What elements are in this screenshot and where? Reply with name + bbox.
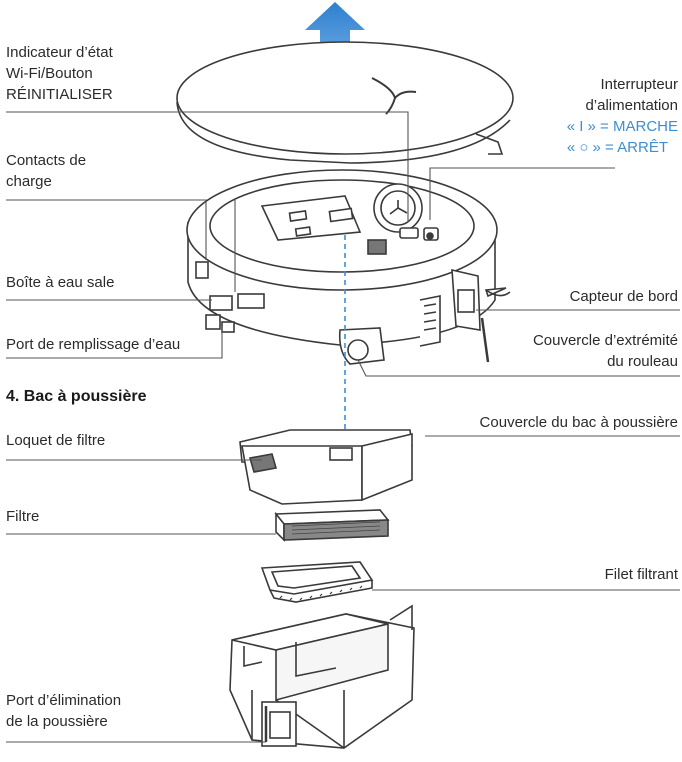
leader-lines (6, 111, 680, 743)
power-label-line1: Interrupteur (600, 76, 678, 93)
filter-label: Filtre (6, 508, 40, 525)
charge-label-line2: charge (6, 173, 52, 190)
dust-disposal-port-label: Port d’élimination de la poussière (6, 690, 121, 732)
power-off-label: « ○ » = ARRÊT (566, 139, 668, 156)
dirty-water-tank-label: Boîte à eau sale (6, 274, 115, 291)
water-fill-port-label: Port de remplissage d’eau (6, 336, 181, 353)
charge-contacts-label: Contacts de charge (6, 150, 86, 192)
filter-latch-label: Loquet de filtre (6, 432, 106, 449)
roller-label-line1: Couvercle d’extrémité (532, 332, 678, 349)
power-label-line2: d’alimentation (585, 97, 678, 114)
bin-cover-label: Couvercle du bac à poussière (479, 414, 678, 431)
wifi-label-line2: Wi-Fi/Bouton (6, 65, 93, 82)
edge-sensor-label: Capteur de bord (569, 288, 678, 305)
power-on-label: « I » = MARCHE (566, 118, 678, 135)
bin-cover-illustration (239, 429, 413, 505)
roller-label-line2: du rouleau (607, 353, 678, 370)
charge-label-line1: Contacts de (6, 152, 87, 169)
power-switch-label: Interrupteur d’alimentation « I » = MARC… (567, 74, 678, 158)
wifi-indicator-label: Indicateur d’état Wi-Fi/Bouton RÉINITIAL… (6, 42, 113, 105)
wifi-label-line3: RÉINITIALISER (6, 86, 113, 103)
filter-mesh-label: Filet filtrant (604, 566, 678, 583)
filter-illustration (274, 509, 390, 542)
filter-mesh-illustration (260, 561, 374, 603)
roller-end-cap-label: Couvercle d’extrémité du rouleau (533, 330, 678, 372)
section-title: 4. Bac à poussière (6, 388, 147, 405)
robot-body-illustration (186, 169, 511, 365)
dust-bin-illustration (229, 604, 415, 749)
dust-label-line2: de la poussière (6, 713, 108, 730)
wifi-label-line1: Indicateur d’état (6, 44, 113, 61)
top-cover-illustration (176, 41, 514, 164)
dust-label-line1: Port d’élimination (6, 692, 122, 709)
